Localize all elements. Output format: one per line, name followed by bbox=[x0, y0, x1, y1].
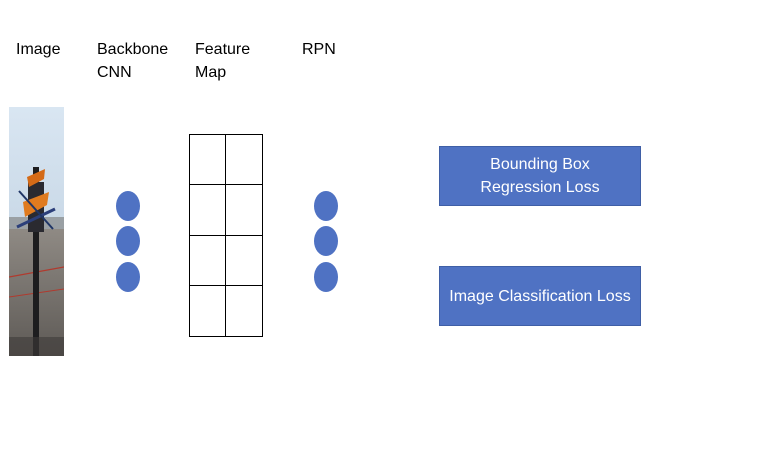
feature-map-label: Feature Map bbox=[195, 38, 250, 84]
feature-map-cell bbox=[190, 135, 226, 186]
feature-map-cell bbox=[190, 185, 226, 236]
bbox-loss-line1: Bounding Box bbox=[490, 156, 590, 173]
backbone-cnn-label: Backbone CNN bbox=[97, 38, 168, 84]
feature-map-cell bbox=[226, 185, 262, 236]
bbox-loss-line2: Regression Loss bbox=[480, 179, 600, 196]
image-classification-loss: Image Classification Loss bbox=[439, 266, 641, 326]
bounding-box-regression-loss: Bounding Box Regression Loss bbox=[439, 146, 641, 206]
image-label: Image bbox=[16, 38, 60, 61]
backbone-node bbox=[116, 191, 140, 221]
rpn-label-text: RPN bbox=[302, 41, 336, 58]
backbone-node bbox=[116, 262, 140, 292]
feature-map-cell bbox=[226, 236, 262, 286]
classification-loss-text: Image Classification Loss bbox=[449, 287, 631, 305]
rpn-node bbox=[314, 191, 338, 221]
backbone-label-line2: CNN bbox=[97, 64, 132, 81]
feature-map-label-line1: Feature bbox=[195, 41, 251, 58]
input-image-graphic bbox=[9, 107, 64, 356]
backbone-label-line1: Backbone bbox=[97, 41, 169, 58]
feature-map-cell bbox=[190, 235, 226, 286]
image-label-text: Image bbox=[16, 41, 61, 58]
rpn-label: RPN bbox=[302, 38, 336, 61]
feature-map-cell bbox=[226, 286, 262, 336]
rpn-node bbox=[314, 226, 338, 256]
rpn-node bbox=[314, 262, 338, 292]
feature-map-cell bbox=[190, 285, 226, 336]
feature-map-cell bbox=[226, 135, 262, 186]
input-image bbox=[9, 107, 64, 356]
feature-map-grid bbox=[189, 134, 263, 337]
backbone-node bbox=[116, 226, 140, 256]
feature-map-label-line2: Map bbox=[195, 64, 227, 81]
